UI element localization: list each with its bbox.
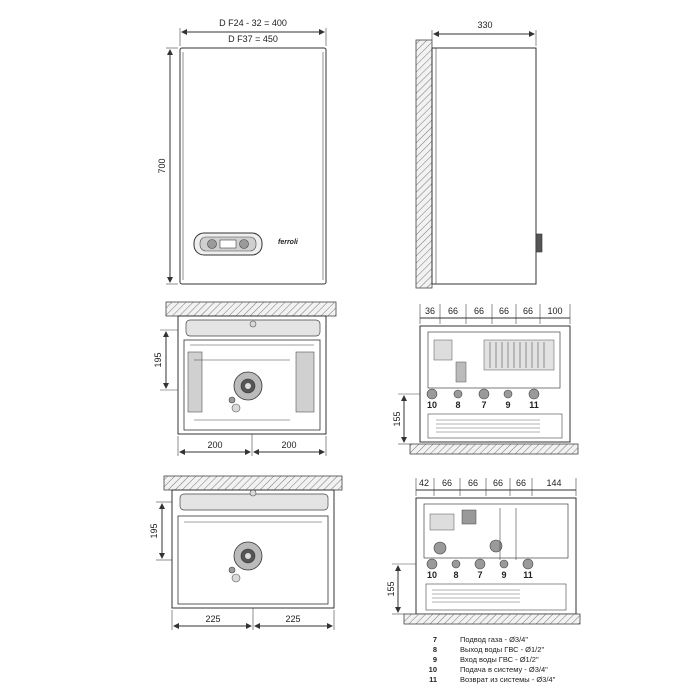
legend-text-9: Вход воды ГВС - Ø1/2" <box>460 655 539 664</box>
wall-section <box>415 39 433 289</box>
c1-spacing-5: 100 <box>547 306 562 316</box>
side-knob <box>535 233 543 253</box>
pipe-8-fitting <box>453 389 463 399</box>
pipe-7-fitting <box>478 388 490 400</box>
c1-pipe-8: 8 <box>455 400 460 410</box>
pipe-7-fitting-2 <box>474 558 486 570</box>
legend-num-8: 8 <box>433 645 437 654</box>
c1-pipe-7: 7 <box>481 400 486 410</box>
b2-height-label: 195 <box>149 523 159 538</box>
legend-num-7: 7 <box>433 635 437 644</box>
pipe-10-fitting-2 <box>426 558 438 570</box>
c1-spacing-0: 36 <box>425 306 435 316</box>
boiler-side-casing <box>431 47 537 285</box>
legend-num-10: 10 <box>429 665 437 674</box>
b1-right-label: 200 <box>281 440 296 450</box>
front-view: D F24 - 32 = 400 D F37 = 450 700 ferroli <box>157 18 327 285</box>
wall-section-b1 <box>165 301 337 317</box>
c2-spacing-1: 66 <box>442 478 452 488</box>
floor-section-c2 <box>403 613 581 625</box>
bottom-view-2: 195 225 225 <box>149 475 343 630</box>
c2-spacing-3: 66 <box>493 478 503 488</box>
c2-spacing-5: 144 <box>546 478 561 488</box>
legend-text-10: Подача в систему - Ø3/4" <box>460 665 548 674</box>
front-width-label-1: D F24 - 32 = 400 <box>219 18 287 28</box>
c1-pipe-10: 10 <box>427 400 437 410</box>
c1-spacing-4: 66 <box>523 306 533 316</box>
c2-pipe-8: 8 <box>453 570 458 580</box>
c2-pipe-7: 7 <box>477 570 482 580</box>
depth-label: 330 <box>477 20 492 30</box>
c2-height-label: 155 <box>386 581 396 596</box>
c1-spacing-1: 66 <box>448 306 458 316</box>
pipe-11-fitting-2 <box>522 558 534 570</box>
connections-view-2: 42 66 66 66 66 144 10 8 7 9 11 <box>386 478 581 625</box>
front-width-label-2: D F37 = 450 <box>228 34 278 44</box>
c2-pipe-11: 11 <box>523 570 533 580</box>
bottom-view-1: 195 200 200 <box>153 301 337 456</box>
legend-num-9: 9 <box>433 655 437 664</box>
legend-text-11: Возврат из системы - Ø3/4" <box>460 675 556 684</box>
pipe-11-fitting <box>528 388 540 400</box>
pipe-9-fitting <box>503 389 513 399</box>
c2-pipe-9: 9 <box>501 570 506 580</box>
front-height-label: 700 <box>157 158 167 173</box>
c2-spacing-4: 66 <box>516 478 526 488</box>
b2-left-label: 225 <box>205 614 220 624</box>
b1-height-label: 195 <box>153 352 163 367</box>
legend-text-7: Подвод газа - Ø3/4" <box>460 635 528 644</box>
c2-spacing-2: 66 <box>468 478 478 488</box>
pipe-10-fitting <box>426 388 438 400</box>
c1-spacing-3: 66 <box>499 306 509 316</box>
knob-right-icon <box>239 239 249 249</box>
brand-logo: ferroli <box>278 239 299 246</box>
c1-height-label: 155 <box>392 411 402 426</box>
c2-pipe-10: 10 <box>427 570 437 580</box>
wall-section-b2 <box>163 475 343 491</box>
connections-view-1: 36 66 66 66 66 100 10 8 7 9 11 <box>392 304 579 455</box>
b2-right-label: 225 <box>285 614 300 624</box>
boiler-front-casing <box>179 47 327 285</box>
legend: 7 Подвод газа - Ø3/4" 8 Выход воды ГВС -… <box>429 635 556 684</box>
c2-spacing-0: 42 <box>419 478 429 488</box>
c1-spacing-2: 66 <box>474 306 484 316</box>
side-view: 330 <box>415 20 543 289</box>
display-icon <box>219 239 237 249</box>
c1-pipe-11: 11 <box>529 400 539 410</box>
pipe-9-fitting-2 <box>499 559 509 569</box>
legend-num-11: 11 <box>429 675 437 684</box>
c1-pipe-9: 9 <box>505 400 510 410</box>
floor-section-c1 <box>409 443 579 455</box>
legend-text-8: Выход воды ГВС - Ø1/2" <box>460 645 544 654</box>
knob-left-icon <box>207 239 217 249</box>
b1-left-label: 200 <box>207 440 222 450</box>
pipe-8-fitting-2 <box>451 559 461 569</box>
